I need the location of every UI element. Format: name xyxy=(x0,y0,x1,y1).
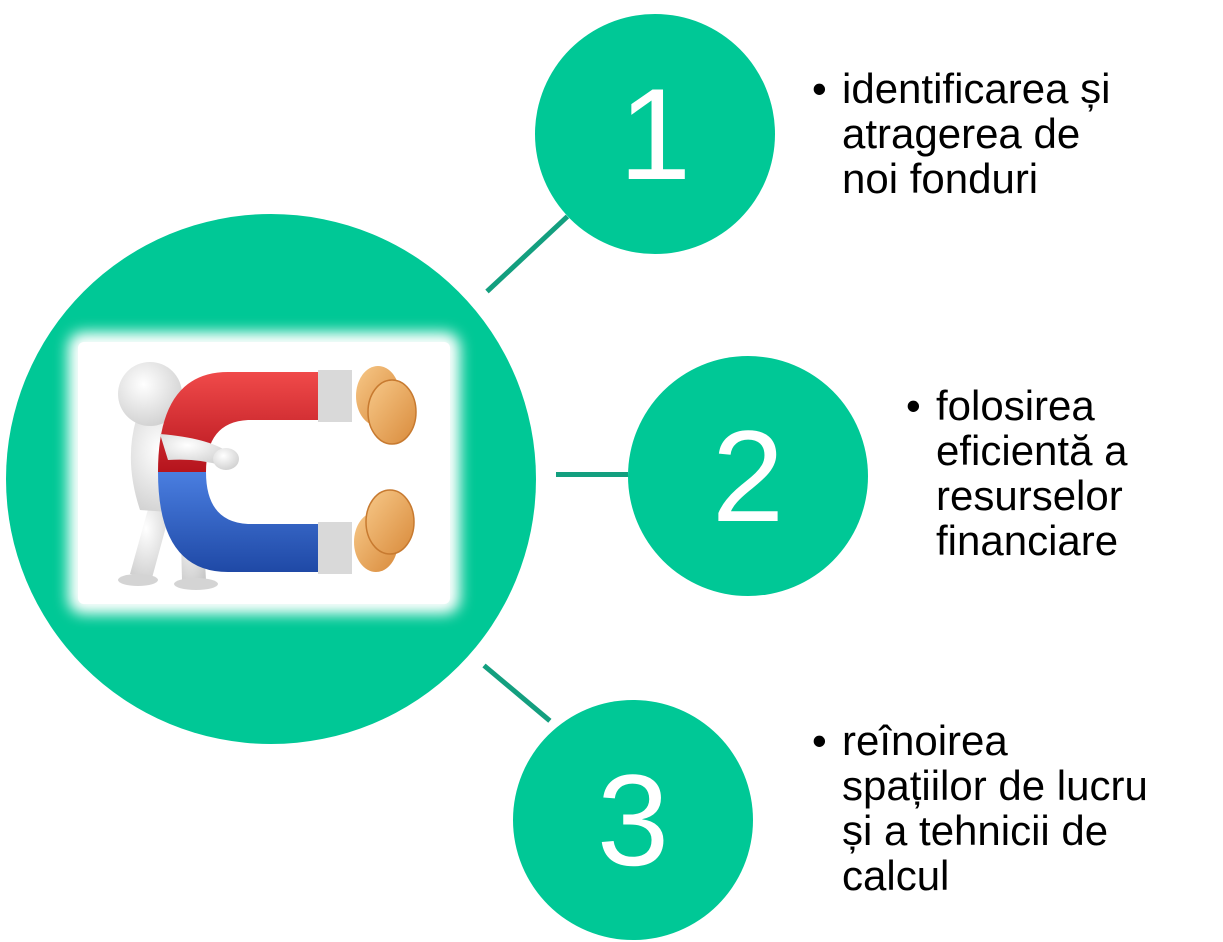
connector-line-2 xyxy=(556,472,628,477)
step-number-3: 3 xyxy=(596,747,670,893)
step-circle-1: 1 xyxy=(535,14,775,254)
step-1-text: identificarea și atragerea de noi fondur… xyxy=(842,65,1111,202)
step-3-text: reînoirea spațiilor de lucru și a tehnic… xyxy=(842,717,1148,899)
step-3-text-block: • reînoirea spațiilor de lucru și a tehn… xyxy=(812,718,1148,898)
step-number-1: 1 xyxy=(618,61,692,207)
step-2-text: folosirea eficientă a resurselor financi… xyxy=(936,382,1128,564)
bullet-icon: • xyxy=(906,382,921,429)
bullet-icon: • xyxy=(812,65,827,112)
connector-line-1 xyxy=(485,214,570,294)
magnet-coins-illustration xyxy=(78,342,450,604)
step-circle-2: 2 xyxy=(628,356,868,596)
step-circle-3: 3 xyxy=(513,700,753,940)
bullet-icon: • xyxy=(812,717,827,764)
connector-line-3 xyxy=(482,663,552,723)
step-2-text-block: • folosirea eficientă a resurselor finan… xyxy=(906,383,1127,563)
step-number-2: 2 xyxy=(711,403,785,549)
step-1-text-block: • identificarea și atragerea de noi fond… xyxy=(812,66,1110,201)
